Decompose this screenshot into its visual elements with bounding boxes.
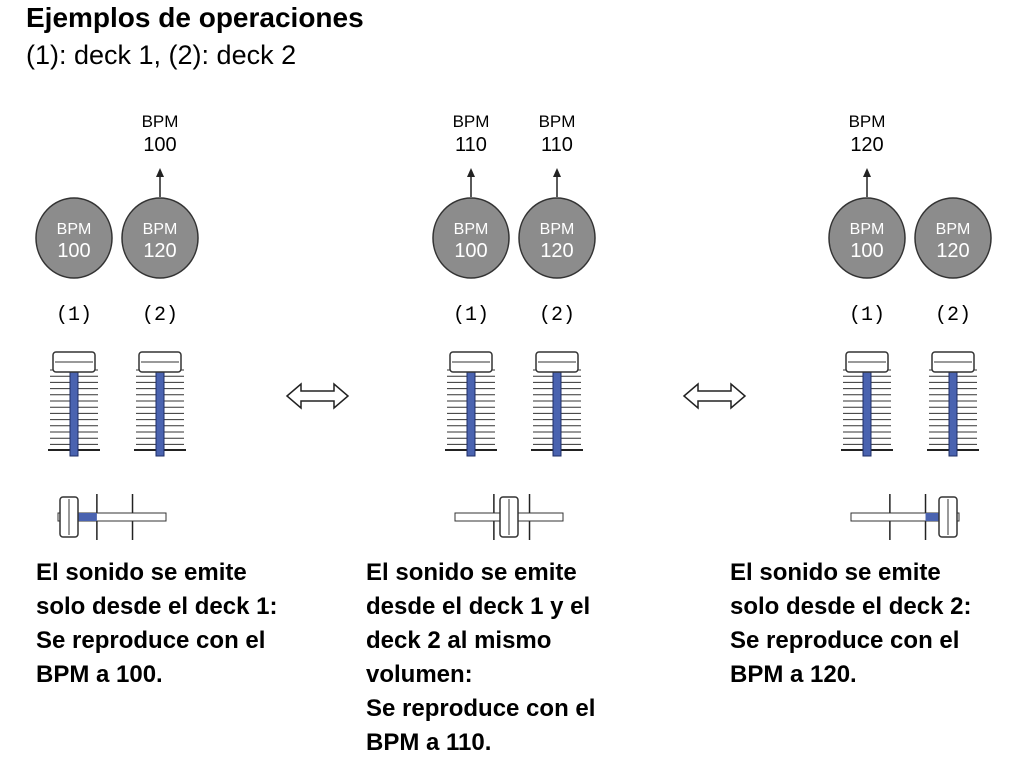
fader-track: [948, 367, 958, 457]
caption-line: volumen:: [366, 661, 473, 688]
crossfader: [57, 494, 167, 540]
output-arrow-head: [467, 168, 475, 177]
channel-fader-1: [841, 351, 893, 457]
fader-track: [862, 367, 872, 457]
page-subtitle: (1): deck 1, (2): deck 2: [26, 40, 297, 70]
output-arrow-head: [156, 168, 164, 177]
deck-2-bpm-knob: BPM 120: [914, 197, 992, 279]
output-arrow-head: [863, 168, 871, 177]
knob-bpm-value: 100: [454, 240, 487, 262]
double-arrow-icon: [682, 382, 747, 410]
knob-circle: [914, 197, 992, 279]
caption-line: El sonido se emite: [730, 559, 941, 586]
fader-track: [466, 367, 476, 457]
knob-bpm-label: BPM: [850, 221, 885, 238]
knob-circle: [121, 197, 199, 279]
output-bpm-label: BPM: [539, 112, 576, 131]
channel-fader-2: [927, 351, 979, 457]
caption-line: El sonido se emite: [36, 559, 247, 586]
page-title: Ejemplos de operaciones: [26, 2, 364, 33]
channel-fader-2: [531, 351, 583, 457]
output-bpm-value: 100: [143, 134, 176, 156]
caption-line: solo desde el deck 1:: [36, 593, 278, 620]
caption-line: Se reproduce con el: [366, 695, 596, 722]
caption-line: BPM a 100.: [36, 661, 163, 688]
knob-circle: [432, 197, 510, 279]
output-bpm: BPM 100: [142, 112, 179, 197]
deck-label: (2): [142, 304, 178, 327]
deck-label: (1): [849, 304, 885, 327]
knob-circle: [35, 197, 113, 279]
output-bpm: BPM 110: [539, 112, 576, 197]
knob-bpm-value: 120: [540, 240, 573, 262]
caption-panel-2: El sonido se emite desde el deck 1 y el …: [366, 556, 595, 760]
caption-line: BPM a 110.: [366, 729, 492, 756]
crossfader-track: [850, 512, 960, 522]
knob-bpm-value: 100: [850, 240, 883, 262]
crossfader-fill: [925, 513, 939, 521]
knob-circle: [828, 197, 906, 279]
knob-bpm-value: 100: [57, 240, 90, 262]
knob-bpm-label: BPM: [57, 221, 92, 238]
channel-fader-2: [134, 351, 186, 457]
output-bpm-value: 120: [850, 134, 883, 156]
output-bpm-value: 110: [455, 134, 487, 156]
caption-line: solo desde el deck 2:: [730, 593, 972, 620]
caption-line: BPM a 120.: [730, 661, 857, 688]
deck-1-bpm-knob: BPM 100: [432, 197, 510, 279]
knob-bpm-label: BPM: [454, 221, 489, 238]
caption-line: Se reproduce con el: [730, 627, 960, 654]
output-bpm-label: BPM: [849, 112, 886, 131]
caption-panel-1: El sonido se emite solo desde el deck 1:…: [36, 556, 277, 692]
deck-label: (2): [935, 304, 971, 327]
deck-1-bpm-knob: BPM 100: [35, 197, 113, 279]
fader-track: [69, 367, 79, 457]
crossfader-fill: [76, 513, 97, 521]
output-bpm: BPM 120: [849, 112, 886, 197]
output-arrow-head: [553, 168, 561, 177]
deck-label: (2): [539, 304, 575, 327]
output-bpm-label: BPM: [142, 112, 179, 131]
double-arrow-icon: [285, 382, 350, 410]
deck-label: (1): [453, 304, 489, 327]
deck-1-bpm-knob: BPM 100: [828, 197, 906, 279]
deck-2-bpm-knob: BPM 120: [121, 197, 199, 279]
crossfader-track: [57, 512, 167, 522]
knob-bpm-label: BPM: [540, 221, 575, 238]
knob-bpm-value: 120: [936, 240, 969, 262]
crossfader: [850, 494, 960, 540]
output-bpm: BPM 110: [453, 112, 490, 197]
caption-line: desde el deck 1 y el: [366, 593, 591, 620]
channel-fader-1: [48, 351, 100, 457]
fader-track: [155, 367, 165, 457]
output-bpm-label: BPM: [453, 112, 490, 131]
caption-line: El sonido se emite: [366, 559, 577, 586]
deck-label: (1): [56, 304, 92, 327]
knob-bpm-label: BPM: [143, 221, 178, 238]
fader-track: [552, 367, 562, 457]
channel-fader-1: [445, 351, 497, 457]
output-bpm-value: 110: [541, 134, 573, 156]
caption-panel-3: El sonido se emite solo desde el deck 2:…: [730, 556, 971, 692]
knob-bpm-label: BPM: [936, 221, 971, 238]
knob-bpm-value: 120: [143, 240, 176, 262]
caption-line: deck 2 al mismo: [366, 627, 552, 654]
caption-line: Se reproduce con el: [36, 627, 266, 654]
knob-circle: [518, 197, 596, 279]
crossfader: [454, 494, 564, 540]
deck-2-bpm-knob: BPM 120: [518, 197, 596, 279]
